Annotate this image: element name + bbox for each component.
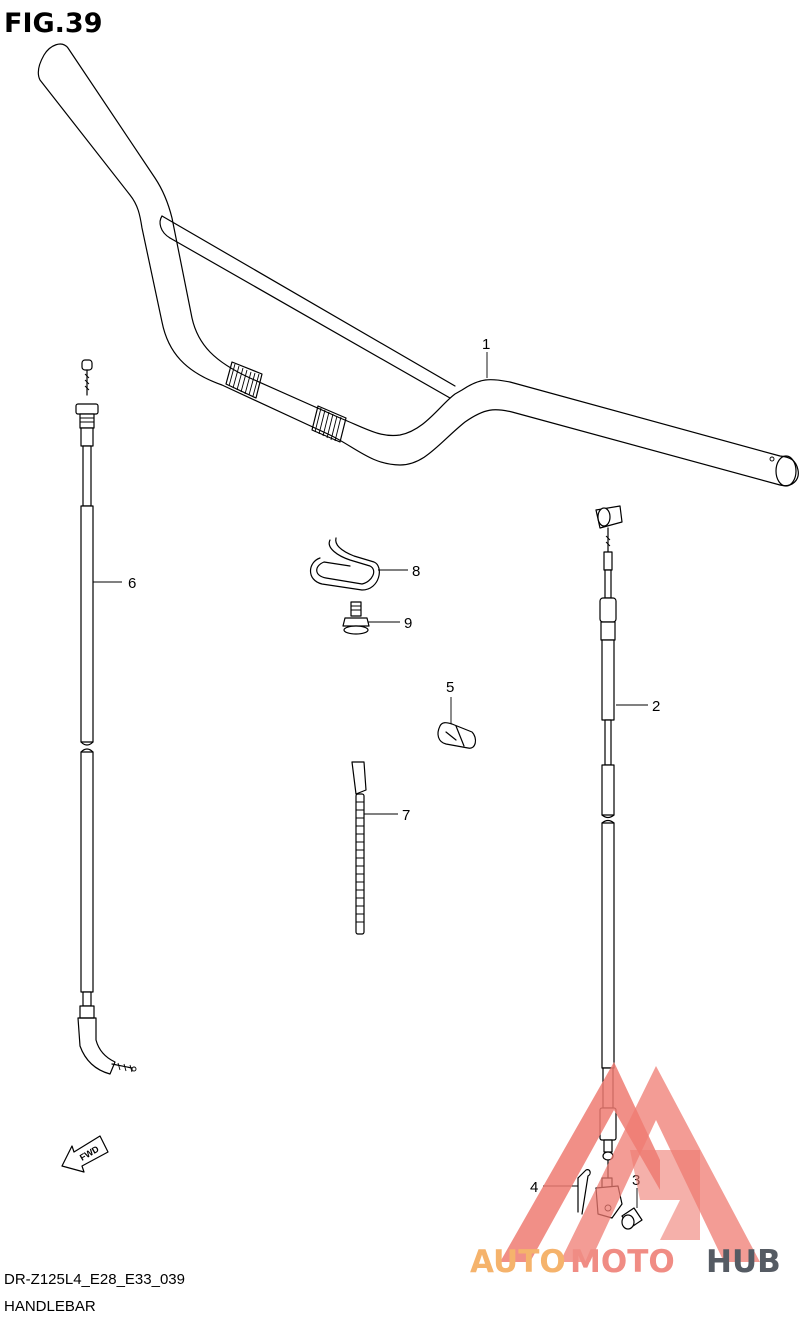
callout-7: 7: [402, 807, 410, 824]
model-code: DR-Z125L4_E28_E33_039: [4, 1271, 185, 1288]
callout-2: 2: [652, 698, 660, 715]
callout-9: 9: [404, 615, 412, 632]
callout-1: 1: [482, 336, 490, 353]
handlebar-drawing: [37, 43, 799, 487]
watermark-hub: HUB: [706, 1244, 781, 1280]
watermark-auto: AUTO: [470, 1244, 566, 1280]
knurl-right: [311, 405, 347, 443]
callout-5: 5: [446, 679, 454, 696]
callout-4: 4: [530, 1179, 538, 1196]
clamp-drawing: [437, 722, 477, 749]
wire-guide-drawing: [309, 537, 380, 591]
callout-8: 8: [412, 563, 420, 580]
pin-drawing: [621, 1207, 643, 1230]
watermark-logo: AUTO MOTO HUB: [470, 1062, 781, 1280]
bolt-drawing: [342, 601, 370, 635]
knurl-left: [225, 361, 263, 399]
watermark-moto: MOTO: [570, 1244, 675, 1280]
cotter-pin-drawing: [577, 1169, 591, 1215]
right-cable-drawing: [595, 505, 623, 1219]
callout-6: 6: [128, 575, 136, 592]
cable-tie-drawing: [351, 761, 367, 935]
figure-title: FIG.39: [4, 8, 102, 39]
fwd-arrow-icon: FWD: [61, 1135, 109, 1173]
left-cable-drawing: [75, 359, 137, 1075]
section-name: HANDLEBAR: [4, 1298, 96, 1315]
